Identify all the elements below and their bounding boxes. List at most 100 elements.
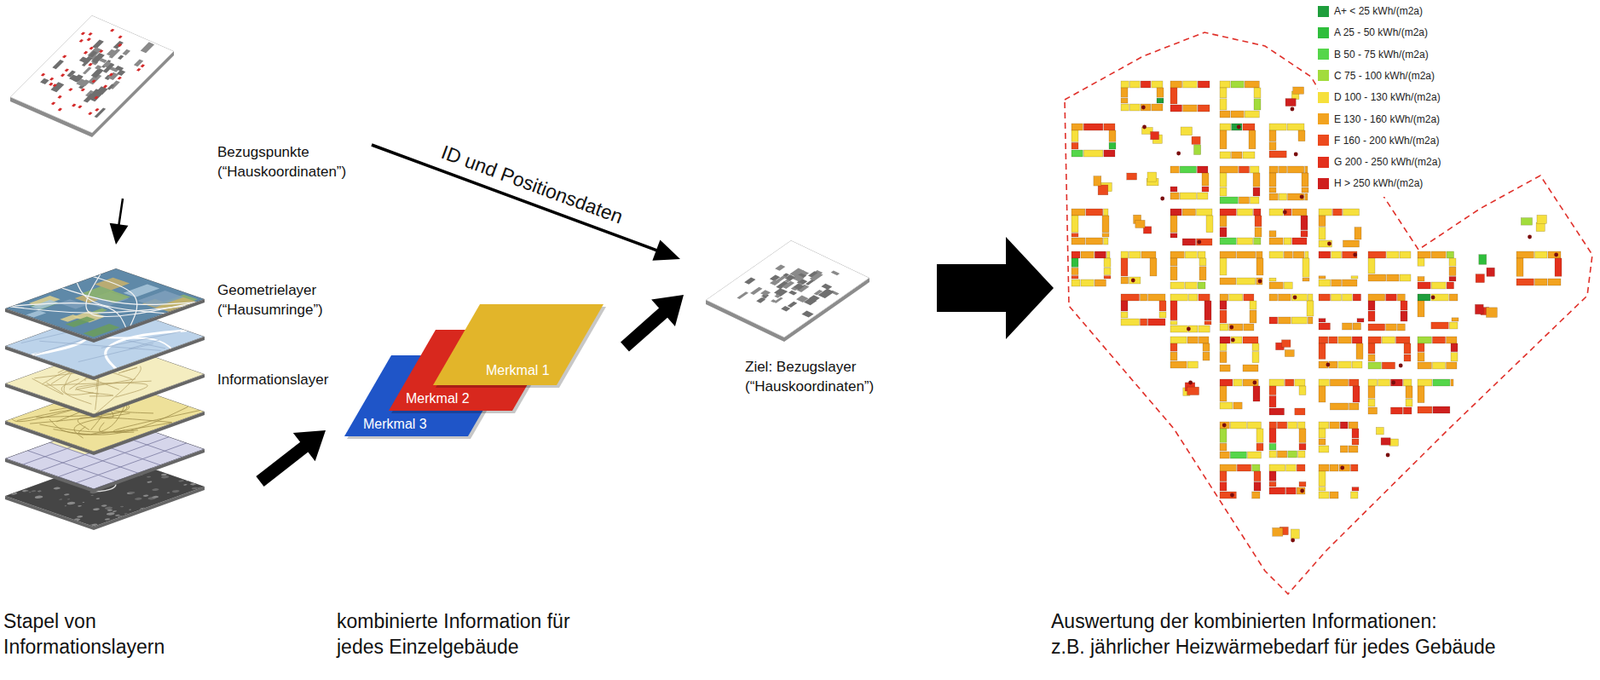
building bbox=[1219, 471, 1227, 482]
building bbox=[1229, 294, 1243, 301]
speck bbox=[36, 490, 42, 492]
speck bbox=[51, 486, 62, 491]
building-point bbox=[1293, 295, 1298, 301]
building bbox=[1170, 166, 1179, 174]
building bbox=[1386, 274, 1399, 282]
building bbox=[1368, 398, 1375, 407]
building bbox=[1378, 379, 1391, 387]
legend-swatch bbox=[1317, 178, 1329, 190]
reference-point bbox=[80, 31, 86, 35]
building bbox=[1305, 193, 1308, 201]
building bbox=[1219, 237, 1237, 245]
reference-point bbox=[57, 108, 63, 112]
building bbox=[1296, 464, 1306, 472]
speck bbox=[145, 480, 153, 484]
building bbox=[1318, 294, 1330, 301]
building bbox=[1339, 464, 1351, 472]
building bbox=[1269, 386, 1277, 396]
building bbox=[1284, 350, 1294, 358]
legend-text: F 160 - 200 kWh/(m2a) bbox=[1334, 134, 1439, 147]
legend-text: H > 250 kWh/(m2a) bbox=[1334, 177, 1423, 190]
building bbox=[1071, 276, 1079, 279]
boundary-line bbox=[39, 324, 161, 368]
reference-point bbox=[88, 46, 93, 51]
block-arrow bbox=[936, 236, 1054, 340]
speck bbox=[182, 484, 188, 486]
building bbox=[1197, 251, 1206, 259]
building bbox=[1301, 187, 1309, 193]
building bbox=[1368, 407, 1378, 415]
building-footprint bbox=[750, 287, 763, 295]
legend-entry: H > 250 kWh/(m2a) bbox=[1317, 176, 1423, 191]
building bbox=[1449, 294, 1458, 301]
speck bbox=[179, 479, 185, 482]
boundary-line bbox=[78, 339, 154, 367]
building bbox=[1269, 166, 1278, 174]
building bbox=[1230, 80, 1244, 88]
building bbox=[1071, 279, 1081, 287]
reference-point bbox=[103, 85, 108, 89]
building bbox=[1253, 98, 1261, 110]
building bbox=[1405, 386, 1413, 399]
legend-entry: A 25 - 50 kWh/(m2a) bbox=[1317, 25, 1428, 40]
building bbox=[1354, 227, 1362, 240]
building bbox=[1478, 254, 1487, 266]
building bbox=[1338, 361, 1352, 369]
building bbox=[1431, 322, 1449, 330]
legend-swatch bbox=[1317, 5, 1329, 18]
building-point bbox=[1299, 489, 1305, 494]
legend-text: A+ < 25 kWh/(m2a) bbox=[1334, 5, 1423, 18]
building bbox=[1305, 166, 1308, 174]
building bbox=[1446, 362, 1457, 370]
feature-label: Merkmal 3 bbox=[363, 415, 428, 434]
building bbox=[1236, 277, 1256, 285]
building bbox=[1307, 294, 1313, 301]
reference-point bbox=[77, 104, 82, 109]
building bbox=[1351, 361, 1363, 369]
building bbox=[1318, 276, 1326, 279]
building bbox=[1554, 258, 1562, 277]
speck bbox=[66, 498, 71, 501]
building bbox=[1431, 294, 1449, 301]
building bbox=[1249, 310, 1257, 324]
building bbox=[1269, 251, 1283, 259]
building bbox=[1148, 318, 1166, 326]
building bbox=[1298, 421, 1306, 429]
building-footprint bbox=[103, 63, 116, 73]
building bbox=[1219, 80, 1231, 88]
building bbox=[1285, 98, 1296, 107]
reference-point bbox=[71, 103, 76, 108]
building bbox=[1187, 361, 1198, 369]
building bbox=[1417, 406, 1433, 414]
reference-point bbox=[62, 54, 67, 58]
speck bbox=[63, 505, 67, 507]
legend-text: B 50 - 75 kWh/(m2a) bbox=[1334, 48, 1429, 61]
layer-label: Geometrielayer (“Hausumringe”) bbox=[217, 281, 371, 321]
reference-point bbox=[117, 76, 122, 81]
building bbox=[1219, 110, 1231, 118]
building-point bbox=[1230, 338, 1236, 343]
building-point bbox=[1236, 125, 1242, 130]
building bbox=[1351, 428, 1359, 439]
building bbox=[1449, 258, 1456, 266]
building bbox=[1187, 336, 1198, 344]
building bbox=[1375, 427, 1384, 435]
building-footprint bbox=[92, 40, 104, 50]
building-footprint bbox=[789, 267, 804, 277]
building bbox=[1520, 218, 1532, 226]
building bbox=[1286, 487, 1297, 495]
speck bbox=[111, 510, 118, 513]
reference-point bbox=[80, 87, 86, 92]
building bbox=[1252, 343, 1260, 352]
building bbox=[1272, 527, 1283, 537]
building bbox=[1269, 173, 1277, 187]
building bbox=[1170, 361, 1187, 369]
building bbox=[1342, 240, 1359, 248]
building bbox=[1071, 251, 1081, 259]
building bbox=[1318, 464, 1329, 472]
building bbox=[1231, 151, 1242, 159]
building bbox=[1106, 251, 1110, 259]
building bbox=[1283, 251, 1293, 259]
building bbox=[1102, 215, 1110, 233]
building bbox=[1352, 386, 1360, 403]
